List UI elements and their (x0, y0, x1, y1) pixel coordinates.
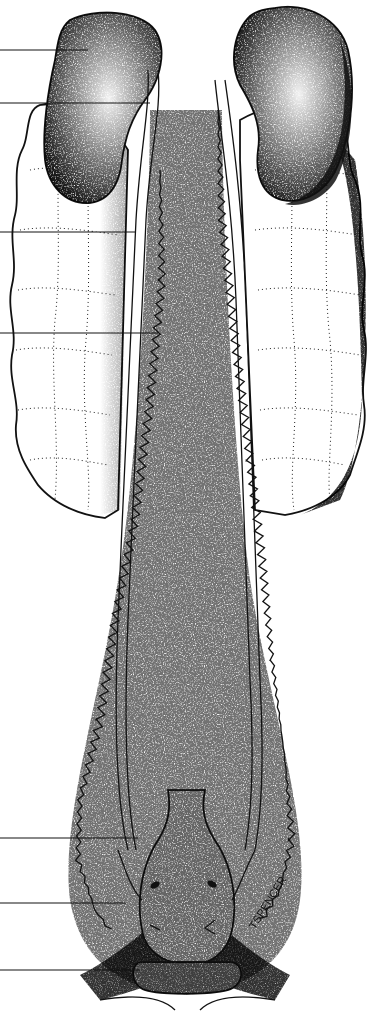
left-gonad (44, 13, 161, 204)
